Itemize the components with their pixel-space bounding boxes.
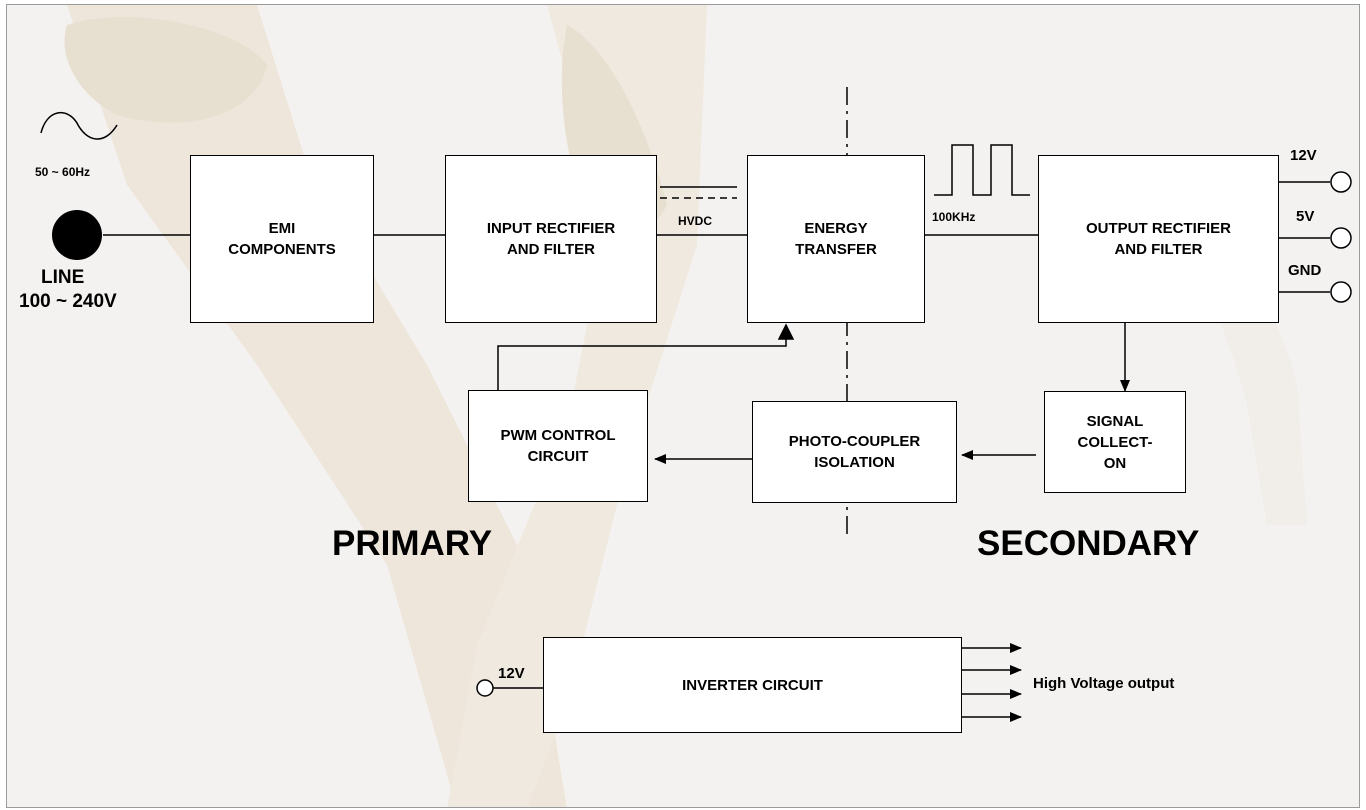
high-voltage-output-label: High Voltage output [1033, 675, 1175, 692]
inverter-circuit-block: INVERTER CIRCUIT [543, 637, 962, 733]
ac-source-icon [40, 112, 118, 140]
line-plug-icon [52, 210, 102, 260]
diagram-frame: EMI COMPONENTS INPUT RECTIFIER AND FILTE… [6, 4, 1360, 808]
terminal-inverter-in-icon [476, 679, 494, 697]
output-gnd-label: GND [1288, 262, 1322, 279]
terminal-12v-icon [1330, 171, 1352, 193]
switching-frequency-label: 100KHz [932, 210, 976, 224]
photo-coupler-block: PHOTO-COUPLER ISOLATION [752, 401, 957, 503]
pwm-control-block: PWM CONTROL CIRCUIT [468, 390, 648, 502]
input-rectifier-block: INPUT RECTIFIER AND FILTER [445, 155, 657, 323]
secondary-label: SECONDARY [977, 524, 1200, 563]
inverter-input-label: 12V [498, 665, 525, 682]
diagram-wiring [40, 87, 1352, 722]
primary-label: PRIMARY [332, 524, 493, 563]
output-12v-label: 12V [1290, 147, 1317, 164]
output-rectifier-block: OUTPUT RECTIFIER AND FILTER [1038, 155, 1279, 323]
output-5v-label: 5V [1296, 208, 1315, 225]
signal-collection-block: SIGNAL COLLECT- ON [1044, 391, 1186, 493]
emi-components-block: EMI COMPONENTS [190, 155, 374, 323]
terminal-gnd-icon [1330, 281, 1352, 303]
line-label: LINE [41, 267, 85, 288]
hvdc-label: HVDC [678, 214, 713, 228]
square-wave-icon [934, 144, 1030, 196]
wire-pwm-to-transfer [497, 328, 787, 390]
terminal-5v-icon [1330, 227, 1352, 249]
energy-transfer-block: ENERGY TRANSFER [747, 155, 925, 323]
frequency-label: 50 ~ 60Hz [35, 165, 91, 179]
arrow-pwm-to-transfer [777, 323, 795, 340]
line-voltage-label: 100 ~ 240V [19, 291, 117, 312]
